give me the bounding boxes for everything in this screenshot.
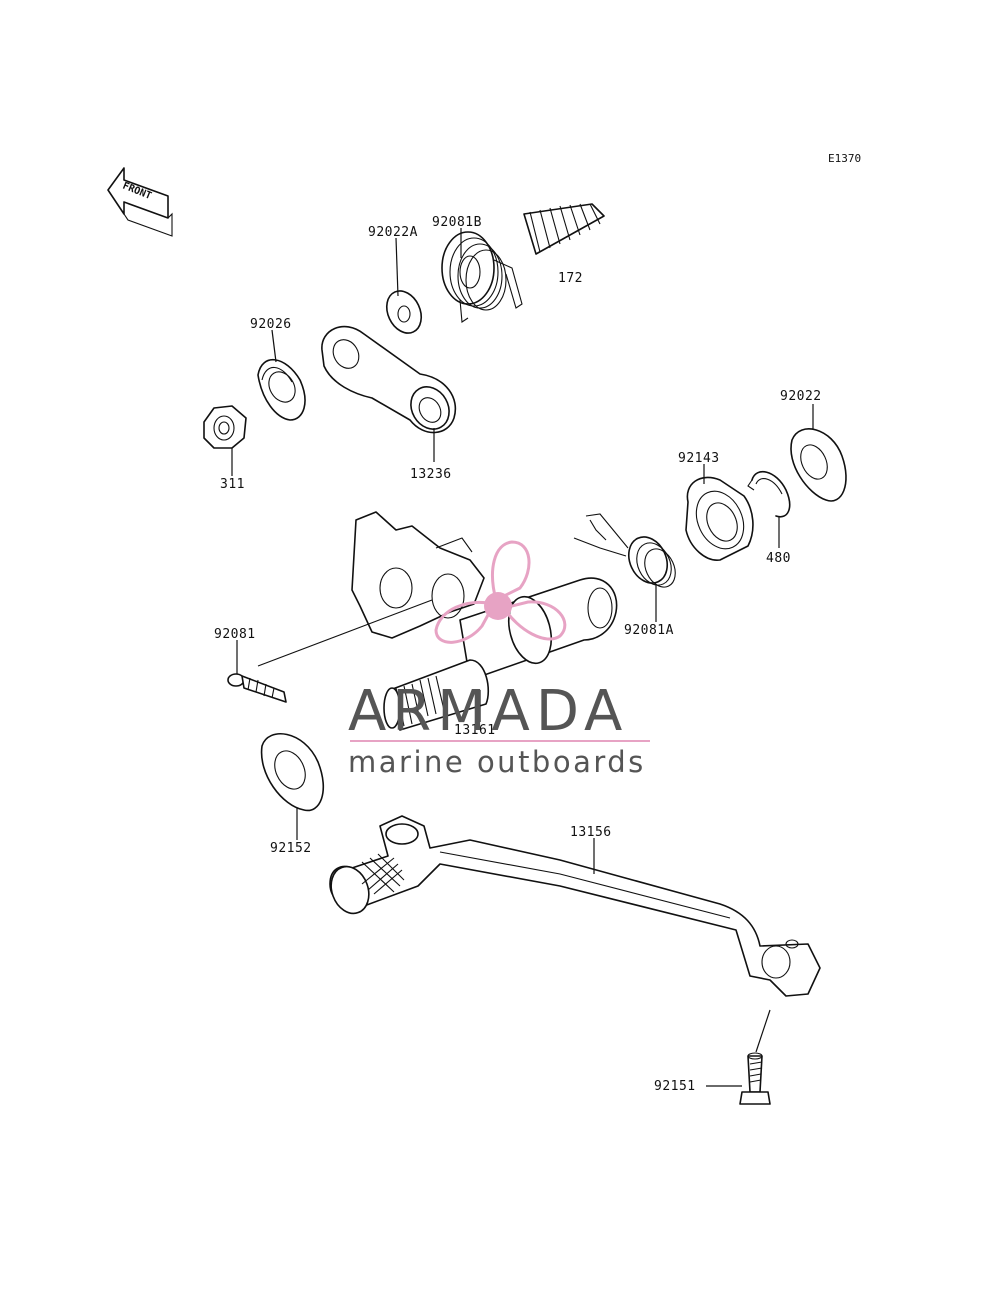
part-number-480[interactable]: 480 [766,551,791,566]
seal-92152 [260,732,325,812]
part-number-92022[interactable]: 92022 [780,389,822,404]
part-number-92151[interactable]: 92151 [654,1079,696,1094]
spring-172 [523,203,605,255]
nut-311 [203,405,247,449]
diagram-code: E1370 [828,152,861,165]
washer-92022 [790,428,847,502]
leader-lines [231,228,814,1087]
shift-arm-13236 [321,325,457,434]
part-number-172[interactable]: 172 [558,271,583,286]
part-number-92143[interactable]: 92143 [678,451,720,466]
part-number-13156[interactable]: 13156 [570,825,612,840]
washer-92022a [385,290,423,334]
watermark: ARMADA marine outboards [348,540,650,779]
part-number-92022a[interactable]: 92022A [368,225,418,240]
collar-92143 [685,476,754,561]
watermark-tagline: marine outboards [348,745,646,779]
spring-92081a [573,513,676,588]
torsion-spring-92081b [441,231,523,323]
propeller-logo-icon [434,540,567,644]
part-number-13161[interactable]: 13161 [454,723,496,738]
front-arrow-icon: FRONT [107,167,173,237]
part-number-13236[interactable]: 13236 [410,467,452,482]
spring-92081 [227,599,433,703]
bolt-92151 [739,1052,771,1105]
shift-pedal-13156 [329,815,821,997]
part-number-311[interactable]: 311 [220,477,245,492]
part-number-92152[interactable]: 92152 [270,841,312,856]
watermark-brand: ARMADA [348,679,628,744]
part-labels: 92081B 172 92022A 92026 311 13236 92022 … [214,215,822,1094]
part-number-92026[interactable]: 92026 [250,317,292,332]
part-number-92081b[interactable]: 92081B [432,215,482,230]
part-number-92081a[interactable]: 92081A [624,623,674,638]
part-number-92081[interactable]: 92081 [214,627,256,642]
circlip-480 [747,470,791,518]
washer-92026 [257,358,306,421]
